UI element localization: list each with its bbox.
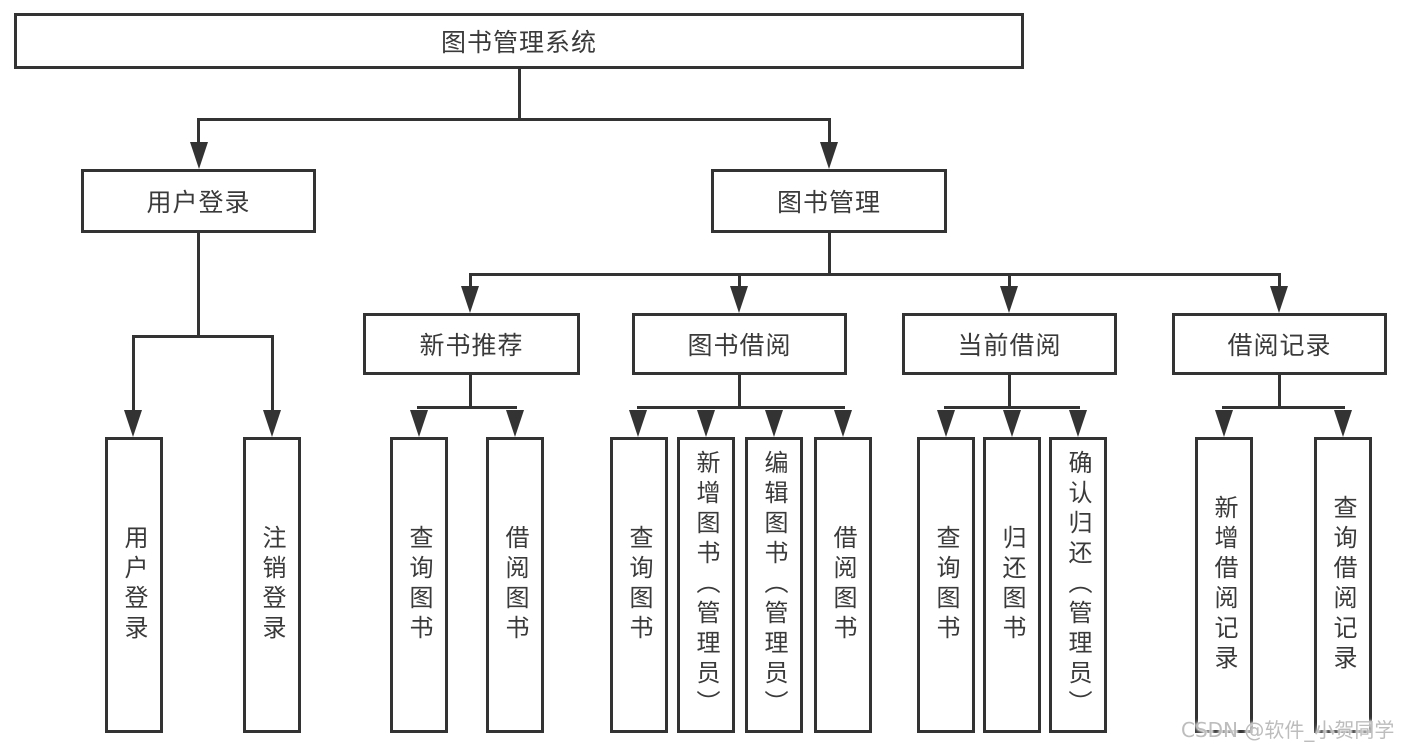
leaf-bb-query-book: 查询图书 xyxy=(610,437,668,733)
arrow-into-current-borrow xyxy=(1000,286,1018,313)
connector-book-borrow-stem xyxy=(738,375,741,409)
arrow-into-leaf-cb-query-book xyxy=(937,410,955,437)
leaf-rec-borrow-book: 借阅图书 xyxy=(486,437,544,733)
node-borrow-record: 借阅记录 xyxy=(1172,313,1387,375)
connector-drop-new-book-recommend xyxy=(469,273,472,289)
leaf-cb-query-book-label: 查询图书 xyxy=(932,525,960,645)
arrow-into-leaf-br-query-record xyxy=(1334,410,1352,437)
arrow-into-leaf-bb-borrow-book xyxy=(834,410,852,437)
connector-drop-book-borrow xyxy=(738,273,741,289)
leaf-bb-edit-book: 编辑图书（管理员） xyxy=(745,437,803,733)
leaf-cb-return-book: 归还图书 xyxy=(983,437,1041,733)
csdn-watermark: CSDN @软件_小贺同学 xyxy=(1181,718,1395,742)
leaf-user-login: 用户登录 xyxy=(105,437,163,733)
connector-current-borrow-stem xyxy=(1008,375,1011,409)
node-book-management-label: 图书管理 xyxy=(776,188,881,217)
leaf-bb-add-book: 新增图书（管理员） xyxy=(677,437,735,733)
leaf-rec-borrow-book-label: 借阅图书 xyxy=(501,525,529,645)
leaf-rec-query-book: 查询图书 xyxy=(390,437,448,733)
node-current-borrow-label: 当前借阅 xyxy=(957,331,1062,360)
leaf-bb-borrow-book-label: 借阅图书 xyxy=(829,525,857,645)
node-book-management: 图书管理 xyxy=(711,169,947,233)
leaf-bb-borrow-book: 借阅图书 xyxy=(814,437,872,733)
connector-user-login-stem xyxy=(197,233,200,338)
connector-recommend-stem xyxy=(469,375,472,409)
node-borrow-record-label: 借阅记录 xyxy=(1227,331,1332,360)
connector-current-borrow-hline xyxy=(944,406,1080,409)
connector-book-borrow-hline xyxy=(637,406,845,409)
leaf-br-add-record-label: 新增借阅记录 xyxy=(1210,495,1238,675)
leaf-br-add-record: 新增借阅记录 xyxy=(1195,437,1253,733)
connector-level3-hline xyxy=(469,273,1281,276)
arrow-into-book-borrow xyxy=(730,286,748,313)
connector-recommend-hline xyxy=(417,406,517,409)
connector-level2-hline xyxy=(197,118,831,121)
connector-drop-user-login xyxy=(197,118,200,146)
arrow-into-leaf-logout xyxy=(263,410,281,437)
node-new-book-recommend: 新书推荐 xyxy=(363,313,580,375)
node-user-login-label: 用户登录 xyxy=(146,188,251,217)
leaf-br-query-record-label: 查询借阅记录 xyxy=(1329,495,1357,675)
connector-borrow-record-stem xyxy=(1278,375,1281,409)
node-current-borrow: 当前借阅 xyxy=(902,313,1117,375)
node-user-login: 用户登录 xyxy=(81,169,316,233)
leaf-cb-return-book-label: 归还图书 xyxy=(998,525,1026,645)
connector-root-stem xyxy=(518,69,521,121)
leaf-cb-confirm-return: 确认归还（管理员） xyxy=(1049,437,1107,733)
leaf-logout-label: 注销登录 xyxy=(258,525,286,645)
leaf-user-login-label: 用户登录 xyxy=(120,525,148,645)
connector-borrow-record-hline xyxy=(1222,406,1345,409)
node-root: 图书管理系统 xyxy=(14,13,1024,69)
leaf-br-query-record: 查询借阅记录 xyxy=(1314,437,1372,733)
connector-book-management-stem xyxy=(828,233,831,276)
leaf-rec-query-book-label: 查询图书 xyxy=(405,525,433,645)
arrow-into-leaf-cb-confirm-return xyxy=(1069,410,1087,437)
arrow-into-leaf-br-add-record xyxy=(1215,410,1233,437)
leaf-bb-add-book-label: 新增图书（管理员） xyxy=(692,450,720,720)
arrow-into-leaf-user-login xyxy=(124,410,142,437)
connector-drop-borrow-record xyxy=(1278,273,1281,289)
node-new-book-recommend-label: 新书推荐 xyxy=(419,331,524,360)
arrow-into-new-book-recommend xyxy=(461,286,479,313)
leaf-cb-query-book: 查询图书 xyxy=(917,437,975,733)
arrow-into-user-login xyxy=(190,142,208,169)
connector-drop-book-management xyxy=(828,118,831,146)
connector-drop-leaf-user-login xyxy=(132,335,135,413)
connector-drop-current-borrow xyxy=(1008,273,1011,289)
arrow-into-borrow-record xyxy=(1270,286,1288,313)
arrow-into-leaf-bb-query-book xyxy=(629,410,647,437)
arrow-into-book-management xyxy=(820,142,838,169)
leaf-bb-edit-book-label: 编辑图书（管理员） xyxy=(760,450,788,720)
arrow-into-leaf-cb-return-book xyxy=(1003,410,1021,437)
arrow-into-leaf-bb-add-book xyxy=(697,410,715,437)
node-book-borrow-label: 图书借阅 xyxy=(687,331,792,360)
connector-user-login-hline xyxy=(132,335,274,338)
connector-drop-leaf-logout xyxy=(271,335,274,413)
arrow-into-leaf-bb-edit-book xyxy=(765,410,783,437)
leaf-cb-confirm-return-label: 确认归还（管理员） xyxy=(1064,450,1092,720)
node-book-borrow: 图书借阅 xyxy=(632,313,847,375)
arrow-into-leaf-rec-borrow-book xyxy=(506,410,524,437)
leaf-bb-query-book-label: 查询图书 xyxy=(625,525,653,645)
node-root-label: 图书管理系统 xyxy=(440,28,597,57)
leaf-logout: 注销登录 xyxy=(243,437,301,733)
arrow-into-leaf-rec-query-book xyxy=(410,410,428,437)
